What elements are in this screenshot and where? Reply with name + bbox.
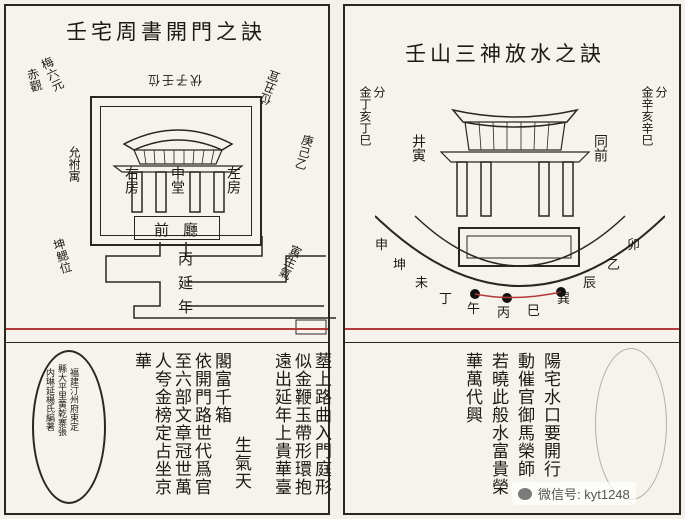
left-text-col-6: 塟上路曲入門庭形 — [311, 352, 331, 496]
label-top-center: 伏子壬位 — [146, 73, 203, 87]
right-text-col-2: 動催官御馬榮師 — [514, 352, 534, 478]
ring-char-8: 巽 — [557, 292, 571, 307]
left-text-col-7: 似金鞭玉帶形環抱 — [291, 352, 311, 496]
left-text-col-2: 閣富千箱 — [211, 352, 231, 424]
right-divider — [345, 342, 679, 343]
left-text-col-1: 華 — [131, 352, 151, 370]
ring-char-10: 乙 — [607, 258, 621, 273]
compass-ring — [375, 215, 665, 303]
pavilion-drawing — [112, 129, 244, 213]
ring-char-6: 丙 — [497, 306, 511, 321]
left-text-col-4: 至六部文章冠世萬 — [171, 352, 191, 496]
ring-char-1: 申 — [375, 238, 389, 253]
left-page: 壬宅周書開門之訣 梅六元 赤觀 伏子壬位 位丑宜 允祔寓 坤鰓位 庚己乙 寅生氣… — [4, 4, 336, 515]
stamp-col-2: 縣大平里黄乾寨張 — [56, 364, 66, 436]
left-text-col-3: 依開門路世代爲官 — [191, 352, 211, 496]
room-right: 左房 — [225, 166, 241, 194]
room-center: 中堂 — [169, 166, 185, 194]
room-left: 右房 — [123, 166, 139, 194]
house-outer-frame — [90, 96, 262, 246]
right-text-col-4: 華萬代興 — [462, 352, 482, 424]
hall-box — [134, 216, 220, 240]
label-left-upper-b: 赤觀 — [24, 66, 44, 94]
left-divider — [6, 342, 328, 343]
ring-char-7: 巳 — [527, 304, 541, 319]
right-title: 壬山三神放水之訣 — [405, 42, 605, 66]
side-left-2: 金丁亥丁巳 — [358, 86, 372, 146]
right-oval-mark — [595, 348, 667, 500]
label-right-mid: 庚己乙 — [292, 132, 316, 172]
hall-label: 前廳 — [154, 221, 213, 239]
right-red-divider — [345, 328, 679, 330]
stamp-col-3: 内琳延楊氏編著 — [44, 368, 54, 431]
wechat-icon — [518, 487, 532, 500]
ring-char-11: 卯 — [627, 238, 641, 253]
label-left-mid: 允祔寓 — [67, 146, 81, 182]
ring-char-3: 未 — [415, 276, 429, 291]
inner-right-label: 同前 — [592, 134, 608, 162]
ring-char-5: 午 — [467, 302, 481, 317]
side-left-1: 分 — [372, 86, 386, 98]
side-right-2: 金辛亥辛巳 — [640, 86, 654, 146]
left-text-col-5: 人夸金榜定占坐京 — [151, 352, 171, 496]
right-text-col-3: 若曉此般水富貴榮 — [488, 352, 508, 496]
author-stamp — [32, 350, 106, 504]
side-right-1: 分 — [654, 86, 668, 98]
path-label-3: 年 — [178, 298, 194, 316]
left-red-divider — [6, 328, 328, 330]
ring-char-2: 坤 — [393, 258, 407, 273]
ring-char-4: 丁 — [439, 292, 453, 307]
path-label-1: 丙 — [178, 250, 194, 268]
inner-left-label: 井寅 — [410, 134, 426, 162]
label-left-low: 坤鰓位 — [50, 236, 74, 276]
stamp-col-1: 福建汀州府束定 — [68, 368, 78, 431]
left-text-col-8: 遠出延年上貴華臺 — [271, 352, 291, 496]
path-label-2: 延 — [178, 274, 194, 292]
right-text-col-1: 陽宅水口要開行 — [540, 352, 560, 478]
right-page: 壬山三神放水之訣 分 金丁亥丁巳 分 金辛亥辛巳 井寅 同前 申 坤 未 丁 午… — [343, 4, 681, 515]
ring-char-9: 辰 — [583, 276, 597, 291]
right-pavilion-drawing — [439, 108, 591, 217]
house-inner-frame — [100, 106, 252, 236]
path-lines — [105, 236, 336, 335]
watermark-text: 微信号: kyt1248 — [538, 487, 630, 502]
watermark: 微信号: kyt1248 — [512, 482, 636, 505]
left-text-col-9: 生氣天 — [231, 436, 251, 490]
left-title: 壬宅周書開門之訣 — [66, 20, 266, 44]
